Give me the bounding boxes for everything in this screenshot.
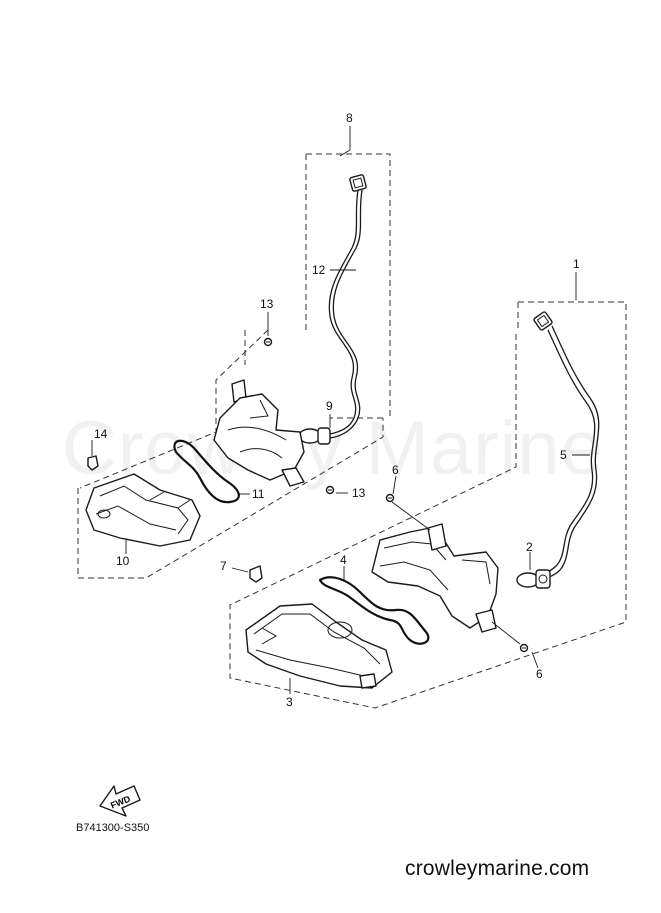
callout-4: 4: [340, 553, 347, 567]
screw-13-lower: [325, 485, 335, 495]
group-box-right-assembly: [229, 301, 627, 709]
fwd-arrow-icon: FWD: [99, 785, 141, 817]
right-light-bracket: [371, 523, 499, 633]
screw-6-upper: [385, 493, 395, 503]
clip-14: [87, 455, 99, 471]
bulb-2: [516, 569, 551, 589]
callout-5: 5: [560, 448, 567, 462]
seal-4: [318, 576, 430, 645]
callout-14: 14: [94, 427, 108, 441]
group-box-left-assembly: [77, 329, 384, 579]
site-footer-link[interactable]: crowleymarine.com: [405, 857, 590, 880]
callout-13-upper: 13: [260, 297, 274, 311]
bulb-9: [298, 427, 331, 445]
screw-6-lower: [519, 643, 529, 653]
callout-9: 9: [326, 399, 333, 413]
leader-lines: [91, 126, 590, 694]
left-light-bracket: [213, 379, 305, 487]
wire-harness-right: [531, 311, 600, 583]
callout-6-upper: 6: [392, 463, 399, 477]
callout-7: 7: [220, 559, 227, 573]
lens-10: [85, 473, 201, 547]
callout-13-lower: 13: [352, 486, 366, 500]
callout-2: 2: [526, 540, 533, 554]
callout-6-lower: 6: [536, 667, 543, 681]
group-box-left-harness: [305, 153, 391, 418]
callout-8: 8: [346, 111, 353, 125]
callout-12: 12: [312, 263, 326, 277]
callout-10: 10: [116, 554, 130, 568]
watermark-text: Crowley Marine: [62, 406, 604, 491]
wire-harness-left: [328, 174, 367, 439]
clip-7: [249, 565, 263, 583]
screw-13-upper: [263, 337, 273, 347]
lens-3: [245, 603, 393, 689]
callout-11: 11: [252, 487, 265, 501]
callout-1: 1: [573, 257, 580, 271]
callout-3: 3: [286, 695, 293, 709]
diagram-code: B741300-S350: [76, 822, 150, 834]
